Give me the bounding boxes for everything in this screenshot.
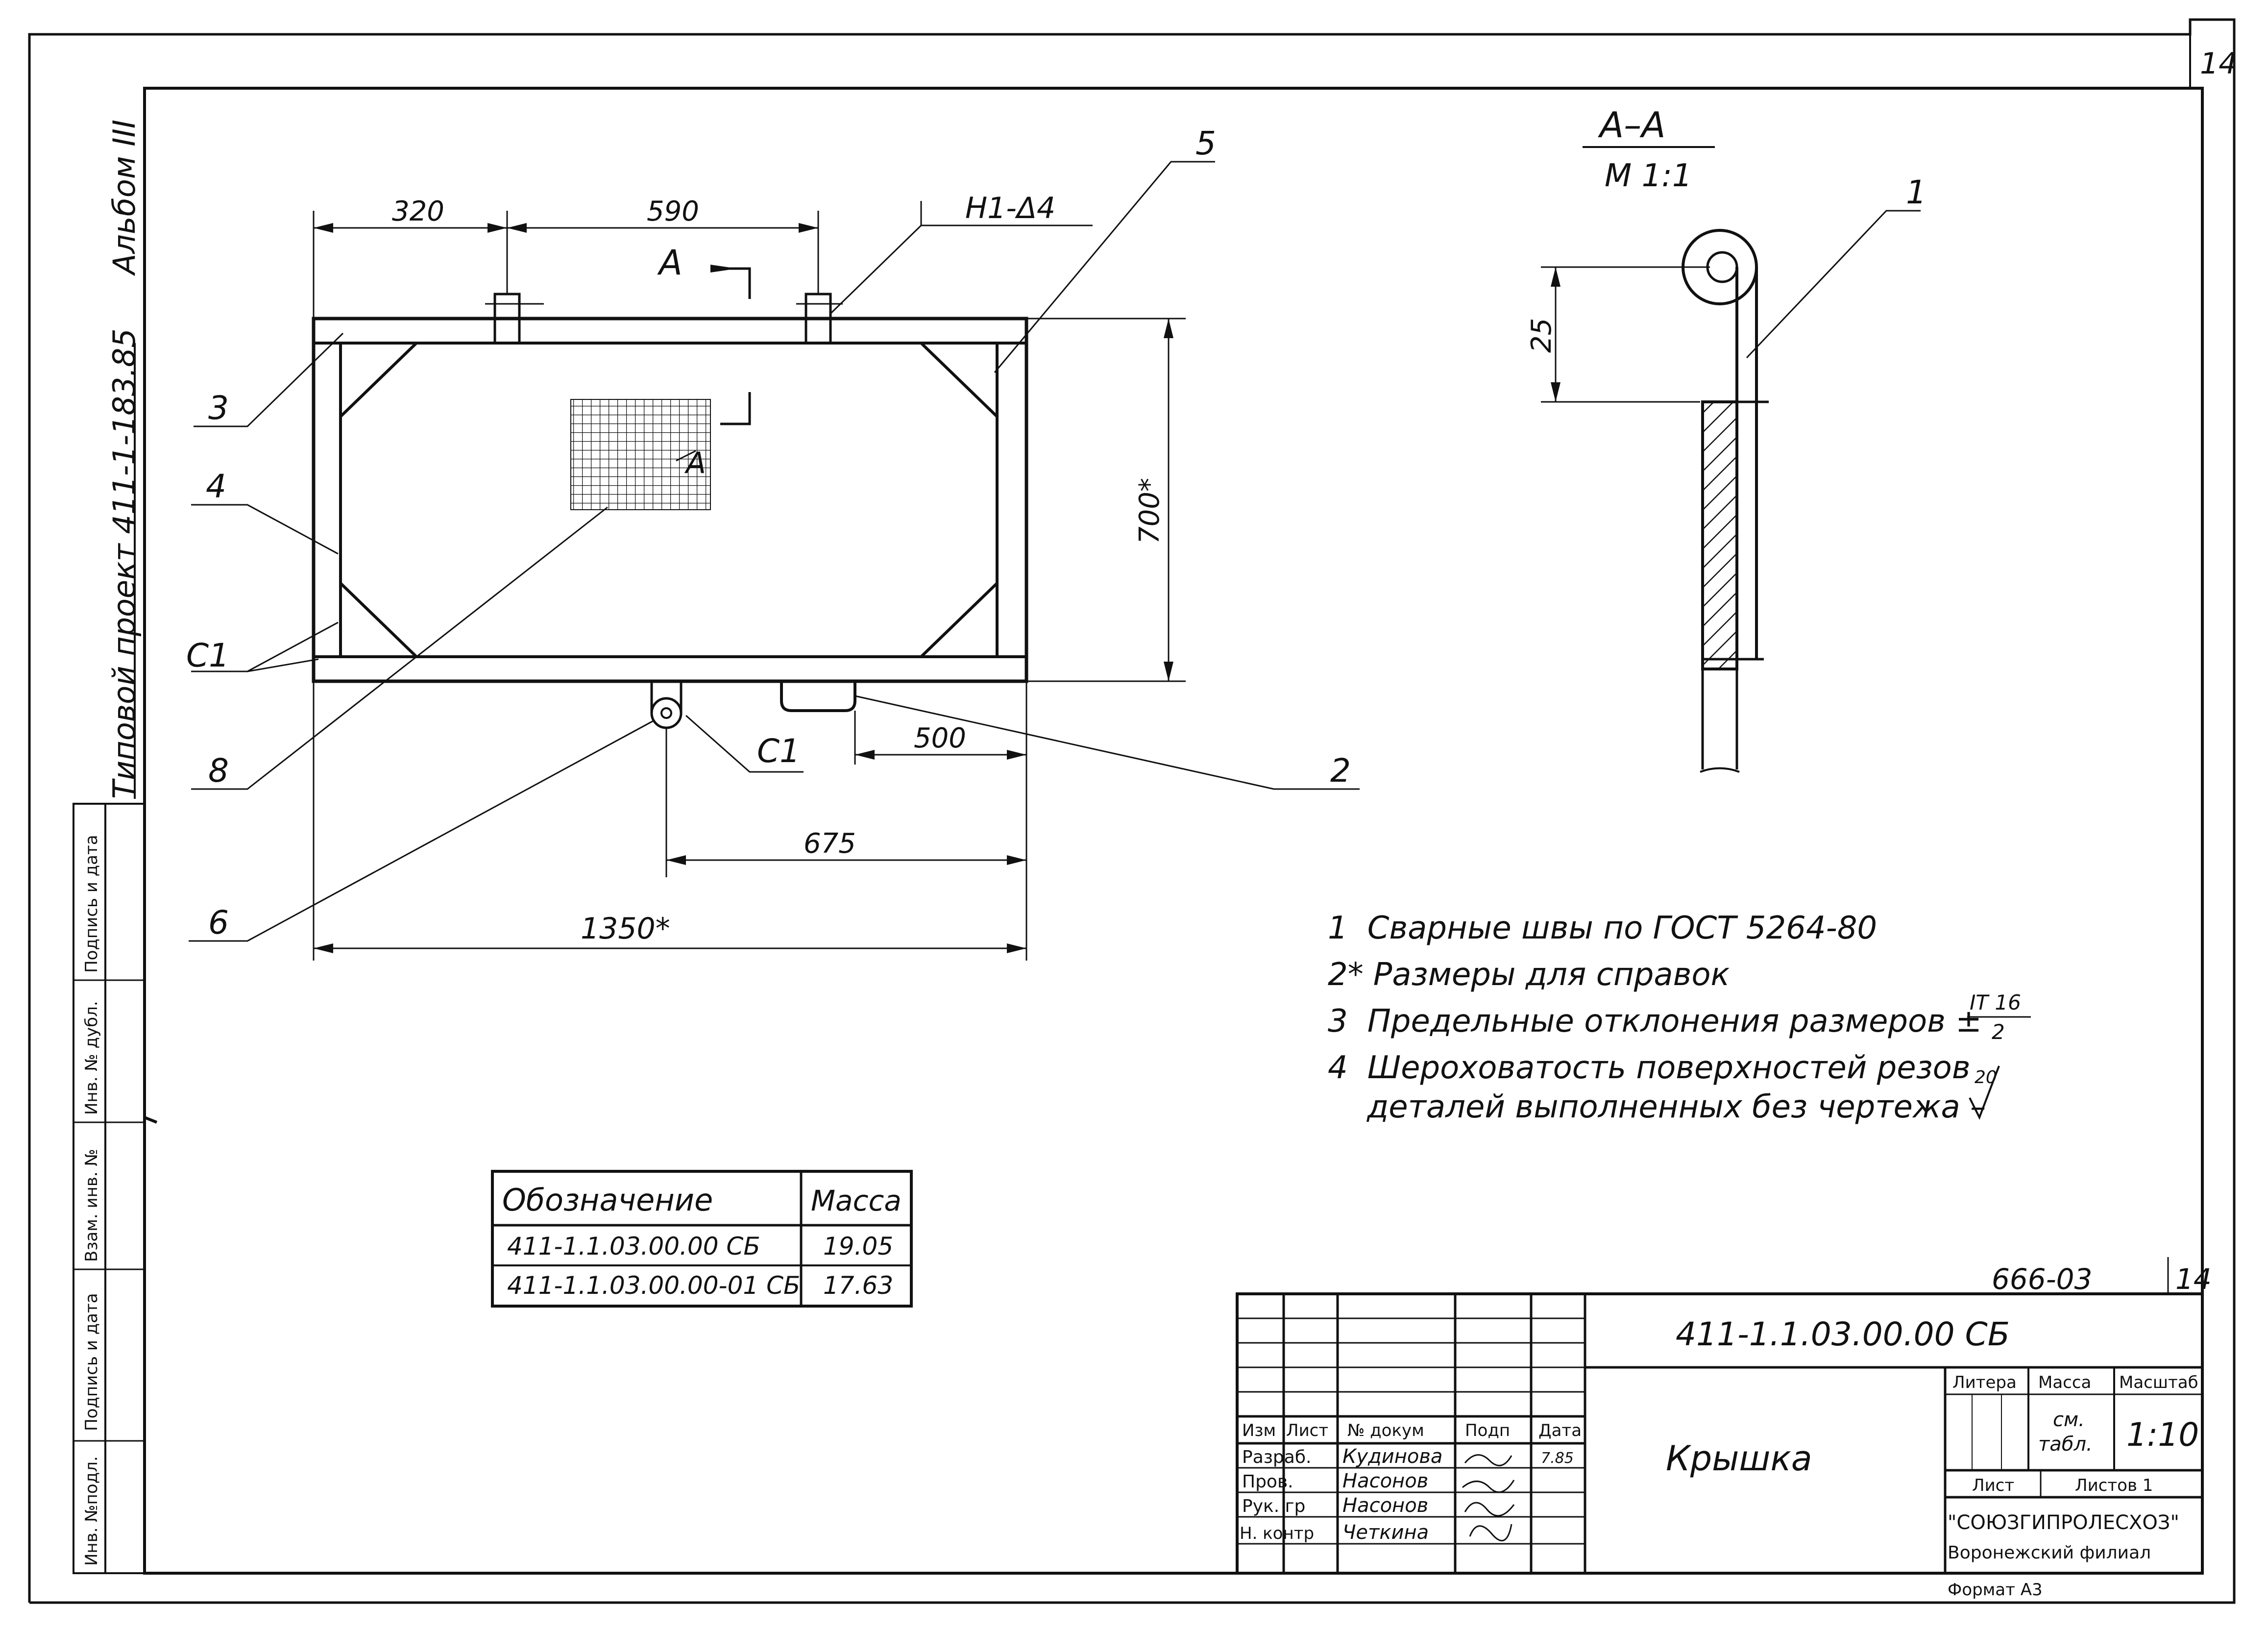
title-code-small: 666-03	[1992, 1262, 2092, 1296]
callout-mesh: А	[684, 446, 706, 480]
left-margin: Инв. №подл. Подпись и дата Взам. инв. № …	[73, 120, 158, 1574]
tb-mass-val-1: см.	[2053, 1409, 2085, 1431]
plan-view: А 320 590 700* 500 675 1350*	[186, 124, 1360, 961]
roughness-value: 20	[1975, 1067, 1997, 1088]
sheet-number: 14	[2200, 47, 2237, 81]
dim-590: 590	[647, 196, 699, 227]
tb-scale-val: 1:10	[2126, 1416, 2199, 1454]
tb-name-2: Насонов	[1342, 1494, 1428, 1517]
title-sheet-small: 14	[2175, 1262, 2212, 1296]
tb-role-3: Н. контр	[1240, 1524, 1314, 1543]
tb-role-2: Рук. гр	[1242, 1496, 1305, 1516]
tb-role-1: Пров.	[1242, 1472, 1293, 1492]
tb-date-0: 7.85	[1541, 1450, 1574, 1467]
tb-col-dokum: № докум	[1347, 1421, 1424, 1440]
callout-weld-top: Н1-Δ4	[965, 191, 1055, 225]
tb-name: Крышка	[1666, 1438, 1812, 1479]
mass-table-row-0-mass: 19.05	[823, 1232, 893, 1261]
section-hatch	[1701, 400, 1738, 670]
dim-500: 500	[914, 722, 966, 754]
callout-2: 2	[1330, 752, 1351, 790]
roughness-symbol: 20	[1969, 1065, 2000, 1120]
callout-4: 4	[206, 468, 226, 505]
tb-litera: Литера	[1952, 1373, 2017, 1392]
callout-c1-b: C1	[757, 732, 800, 770]
tb-name-0: Кудинова	[1342, 1445, 1442, 1468]
tb-col-data: Дата	[1538, 1421, 1582, 1440]
section-callout-1: 1	[1906, 173, 1927, 211]
dim-700: 700*	[1134, 478, 1166, 544]
tb-org-1: "СОЮЗГИПРОЛЕСХОЗ"	[1948, 1511, 2179, 1534]
callout-3: 3	[208, 389, 229, 427]
project-label: Типовой проект 411-1-183.85	[106, 328, 142, 799]
tb-role-0: Разраб.	[1242, 1447, 1311, 1467]
signatures	[1462, 1454, 1515, 1542]
note-4-cont: деталей выполненных без чертежа –	[1366, 1089, 1986, 1125]
tb-col-izm: Изм	[1242, 1421, 1276, 1440]
tb-listov-label: Листов 1	[2075, 1476, 2153, 1495]
mass-table-header-mass: Масса	[811, 1184, 902, 1217]
mass-table-row-1-mass: 17.63	[823, 1271, 893, 1300]
margin-stamp-label-0: Инв. №подл.	[82, 1456, 101, 1566]
callout-5: 5	[1195, 124, 1216, 162]
tb-name-3: Четкина	[1342, 1521, 1429, 1544]
section-title: А–А	[1598, 104, 1666, 146]
outer-frame	[28, 18, 2236, 1604]
tb-designation: 411-1.1.03.00.00 СБ	[1676, 1315, 2010, 1353]
section-dim-25: 25	[1526, 318, 1558, 353]
tb-name-1: Насонов	[1342, 1470, 1428, 1492]
note-3-frac-bottom: 2	[1992, 1020, 2005, 1044]
tb-list-label: Лист	[1972, 1476, 2014, 1495]
dim-1350: 1350*	[581, 912, 670, 946]
section-mark: А	[657, 243, 683, 283]
format-label: Формат А3	[1948, 1580, 2043, 1600]
margin-stamp-label-4: Подпись и дата	[82, 835, 101, 973]
album-label: Альбом III	[106, 120, 142, 276]
margin-stamp-label-1: Подпись и дата	[82, 1293, 101, 1431]
section-scale: М 1:1	[1605, 158, 1692, 194]
callout-8: 8	[208, 752, 229, 790]
callout-c1-a: C1	[186, 637, 229, 674]
callout-6: 6	[208, 904, 229, 941]
note-2: 2*Размеры для справок	[1328, 957, 1730, 993]
tb-org-2: Воронежский филиал	[1948, 1543, 2151, 1563]
margin-stamp-label-2: Взам. инв. №	[82, 1149, 101, 1262]
note-3-frac-top: IT 16	[1970, 990, 2021, 1014]
dim-320: 320	[392, 196, 444, 227]
tb-masshtab: Масштаб	[2119, 1373, 2198, 1392]
mass-table-header-designation: Обозначение	[502, 1182, 713, 1218]
dim-675: 675	[804, 828, 856, 860]
mass-table-row-1-designation: 411-1.1.03.00.00-01 СБ	[507, 1271, 800, 1300]
section-view: А–А М 1:1 25 1	[1526, 104, 1927, 773]
margin-stamp-label-3: Инв. № дубл.	[82, 1001, 101, 1115]
tb-massa: Масса	[2038, 1373, 2091, 1392]
tb-col-podp: Подп	[1465, 1421, 1510, 1440]
title-block: 666-03 14 Изм Лист № докум Подп Дата Раз…	[1236, 1257, 2212, 1575]
mass-table-row-0-designation: 411-1.1.03.00.00 СБ	[507, 1232, 760, 1261]
tb-mass-val-2: табл.	[2038, 1433, 2093, 1456]
mass-table: Обозначение Масса 411-1.1.03.00.00 СБ 19…	[491, 1170, 913, 1308]
tb-col-list: Лист	[1286, 1421, 1328, 1440]
